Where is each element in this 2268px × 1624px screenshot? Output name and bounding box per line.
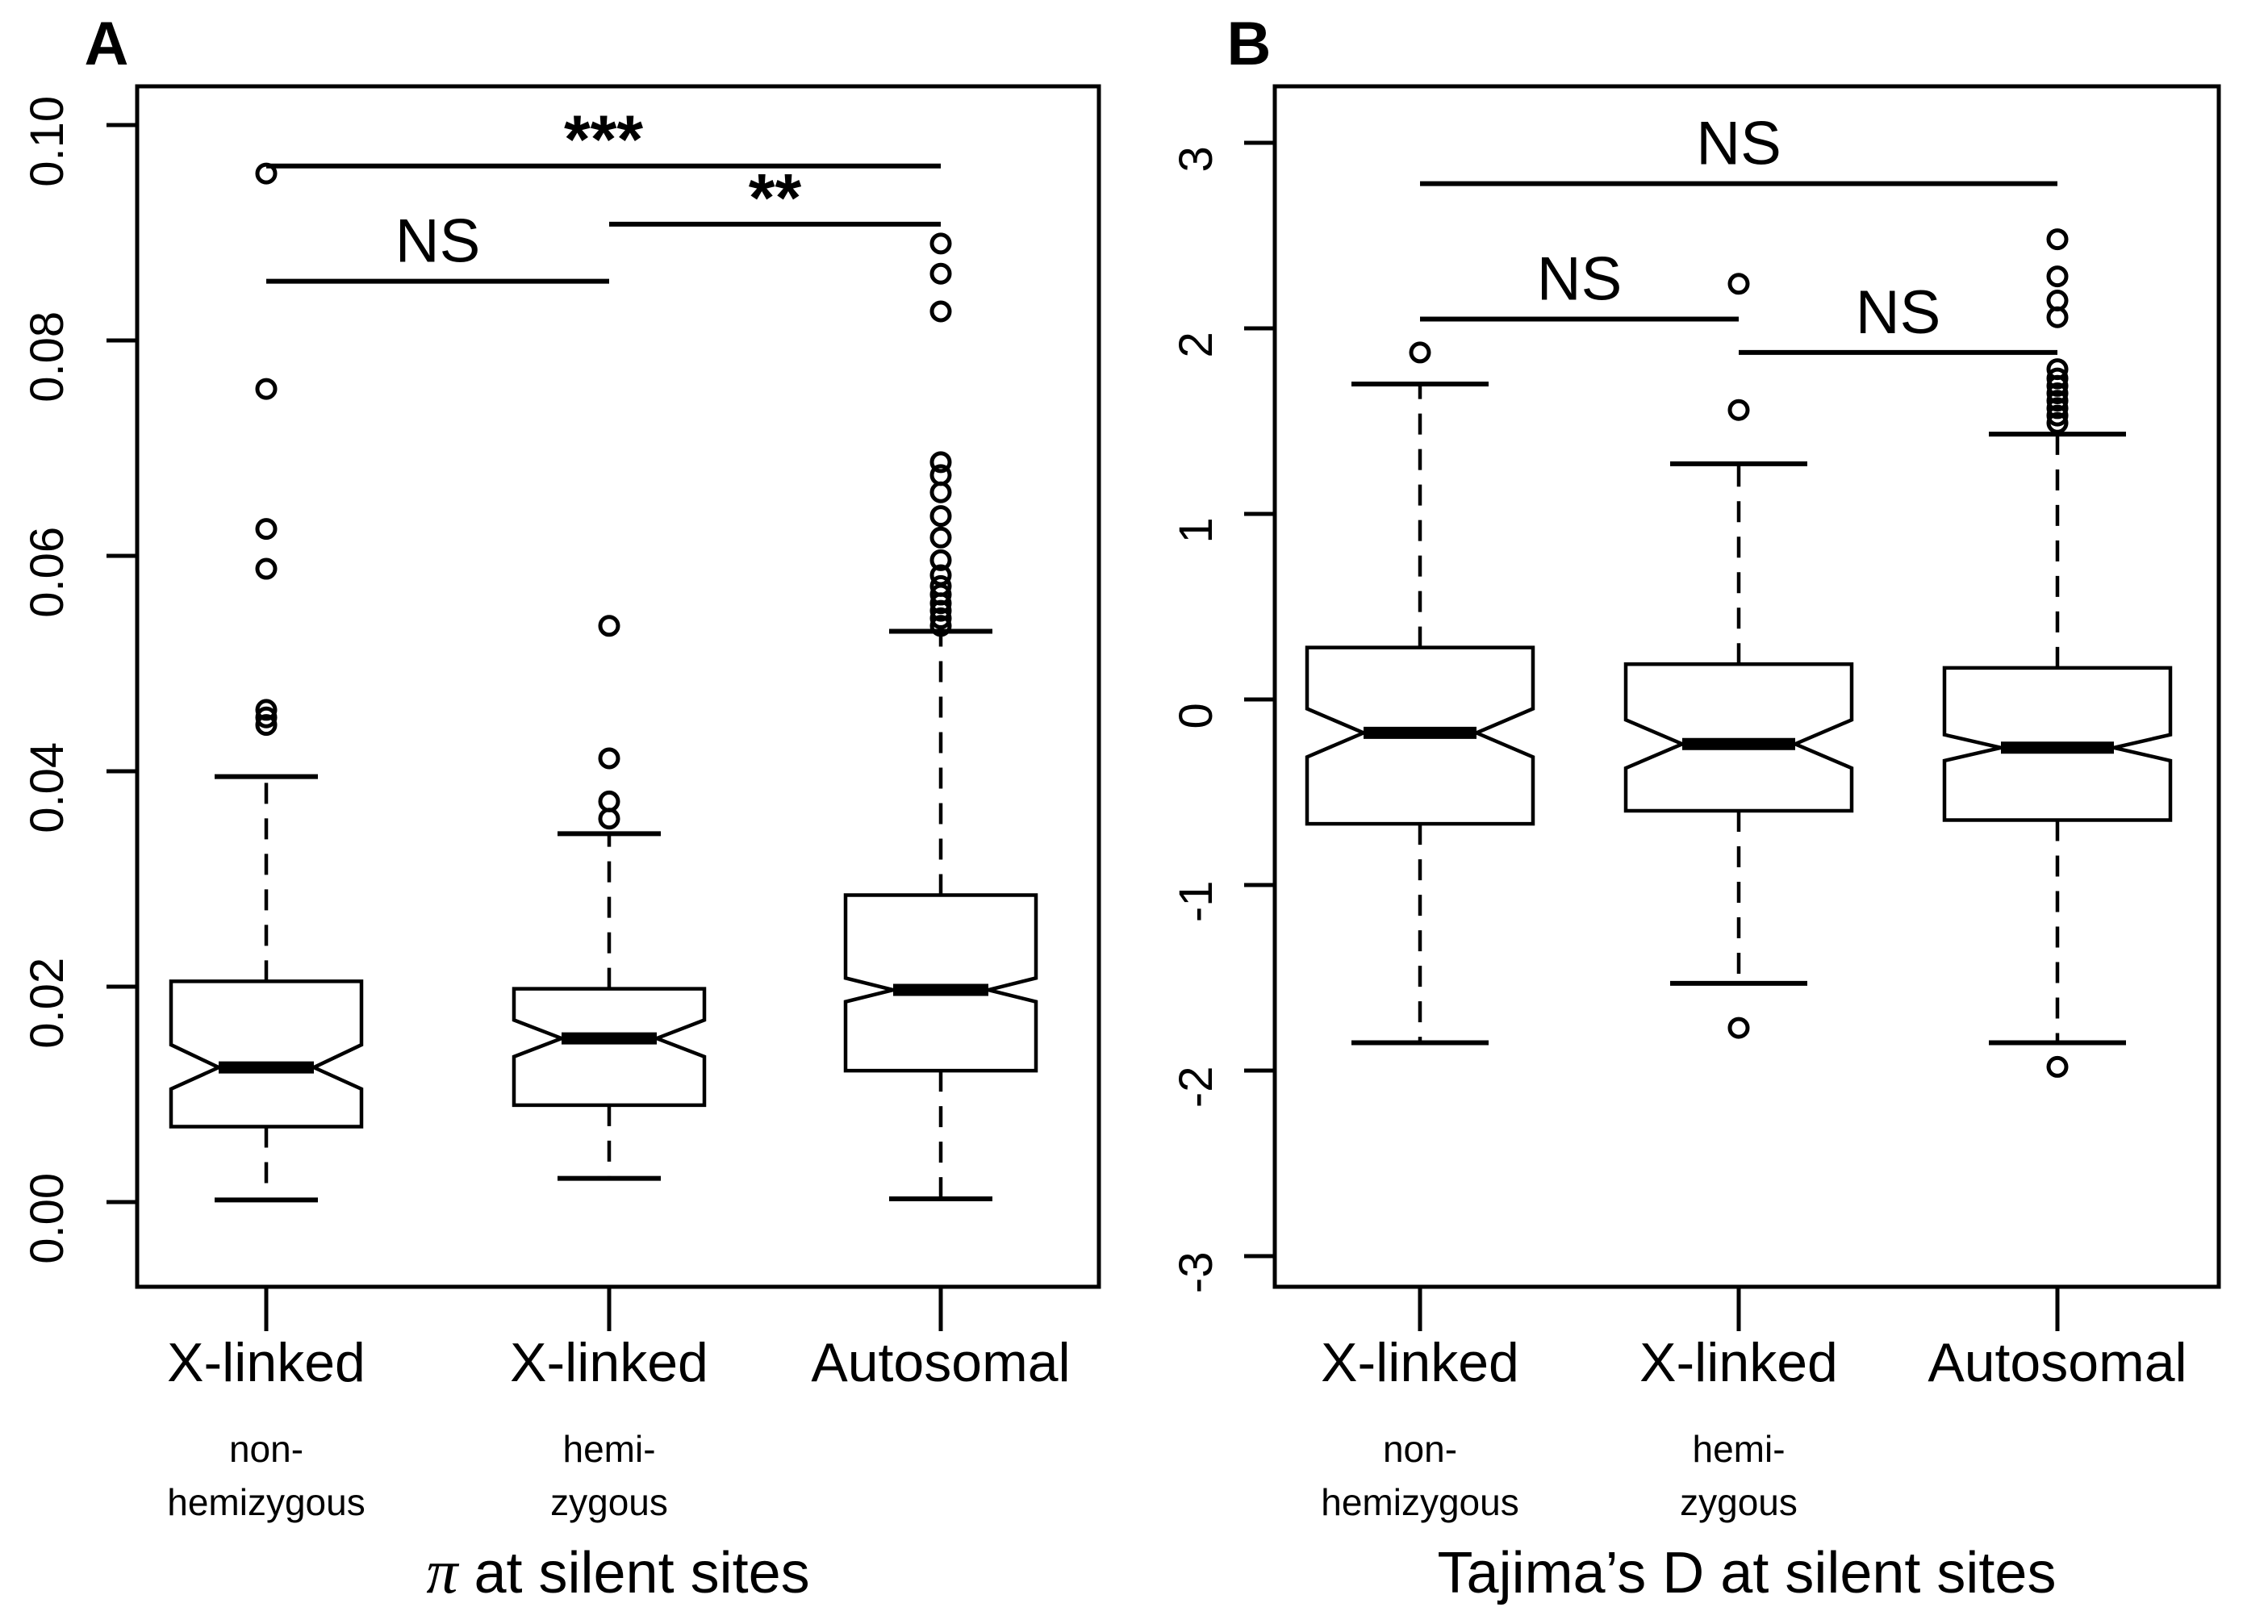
group-label: X-linked	[510, 1332, 708, 1393]
outlier-point	[598, 747, 620, 770]
x-axis-title-text: Tajima’s D at silent sites	[1438, 1541, 2057, 1605]
y-axis-tick-label: 0	[1170, 703, 1222, 729]
boxplot-box	[512, 987, 707, 1108]
group-label: X-linked	[1639, 1332, 1838, 1393]
outlier-point	[929, 526, 952, 549]
outlier-point	[2046, 382, 2069, 404]
outlier-point	[1409, 341, 1431, 364]
group-sublabel: hemi-	[1692, 1428, 1785, 1470]
group-sublabel: non-	[1383, 1428, 1457, 1470]
y-axis-tick-label: 2	[1170, 332, 1222, 357]
outlier-point	[598, 790, 620, 812]
y-axis-tick-label: -1	[1170, 881, 1222, 923]
plot-border	[135, 84, 1101, 1289]
outlier-point	[255, 706, 278, 729]
outlier-point	[255, 518, 278, 541]
y-axis-tick-label: 0.00	[21, 1173, 73, 1264]
outlier-point	[2046, 1055, 2069, 1078]
group-sublabel: zygous	[1680, 1481, 1798, 1523]
outlier-point	[929, 464, 952, 486]
group-sublabel: hemizygous	[1321, 1481, 1518, 1523]
outlier-point	[929, 262, 952, 285]
outlier-point	[929, 300, 952, 323]
x-axis-title: π at silent sites	[426, 1536, 809, 1606]
y-axis-tick-label: 0.04	[21, 742, 73, 833]
outlier-point	[2046, 265, 2069, 288]
outlier-point	[929, 607, 952, 629]
outlier-point	[929, 574, 952, 597]
group-sublabel: non-	[229, 1428, 303, 1470]
significance-label: NS	[395, 207, 481, 276]
x-axis-title-italic: π	[426, 1536, 459, 1606]
outlier-point	[929, 481, 952, 503]
boxplot-box	[169, 979, 364, 1129]
outlier-point	[2046, 397, 2069, 420]
outlier-point	[598, 615, 620, 637]
y-axis-tick-label: 3	[1170, 146, 1222, 172]
y-axis-tick-label: 1	[1170, 517, 1222, 543]
outlier-point	[2046, 228, 2069, 251]
y-axis-tick-label: 0.02	[21, 958, 73, 1049]
group-sublabel: hemi-	[562, 1428, 655, 1470]
outlier-point	[2046, 306, 2069, 328]
outlier-point	[929, 564, 952, 587]
outlier-point	[1727, 273, 1750, 295]
panel-b: Tajima’s D at silent sites	[1272, 84, 2221, 1605]
outlier-point	[2046, 367, 2069, 390]
outlier-point	[2046, 404, 2069, 427]
y-axis-tick-label: 0.08	[21, 311, 73, 403]
y-axis-tick-label: -3	[1170, 1252, 1222, 1294]
boxplot-box	[843, 893, 1038, 1073]
outlier-point	[255, 699, 278, 721]
y-axis-tick-label: 0.10	[21, 96, 73, 187]
group-sublabel: hemizygous	[167, 1481, 365, 1523]
outlier-point	[1727, 399, 1750, 421]
outlier-point	[929, 549, 952, 571]
outlier-point	[2046, 374, 2069, 397]
y-axis-tick-label: -2	[1170, 1067, 1222, 1108]
group-sublabel: zygous	[550, 1481, 668, 1523]
outlier-point	[929, 505, 952, 528]
outlier-point	[929, 451, 952, 474]
panel-letter-b: B	[1227, 10, 1272, 78]
group-label: X-linked	[1321, 1332, 1519, 1393]
significance-label: NS	[1537, 245, 1623, 314]
panel-a: π at silent sites	[135, 84, 1101, 1606]
y-axis-tick-label: 0.06	[21, 527, 73, 618]
outlier-point	[598, 808, 620, 830]
significance-label: NS	[1696, 110, 1781, 178]
boxplot-box	[1623, 662, 1854, 813]
outlier-point	[2046, 390, 2069, 412]
x-axis-title-text: at silent sites	[457, 1541, 809, 1605]
group-label: Autosomal	[1928, 1332, 2187, 1393]
x-axis-title: Tajima’s D at silent sites	[1438, 1541, 2057, 1605]
significance-label: NS	[1856, 278, 1941, 347]
outlier-point	[255, 557, 278, 580]
outlier-point	[929, 232, 952, 255]
panel-letter-a: A	[85, 10, 129, 78]
group-label: Autosomal	[811, 1332, 1070, 1393]
plot-border	[1272, 84, 2221, 1289]
outlier-point	[255, 378, 278, 400]
outlier-point	[1727, 1017, 1750, 1039]
significance-label: **	[749, 160, 802, 236]
significance-label: ***	[564, 102, 643, 177]
outlier-point	[255, 714, 278, 737]
group-label: X-linked	[167, 1332, 365, 1393]
